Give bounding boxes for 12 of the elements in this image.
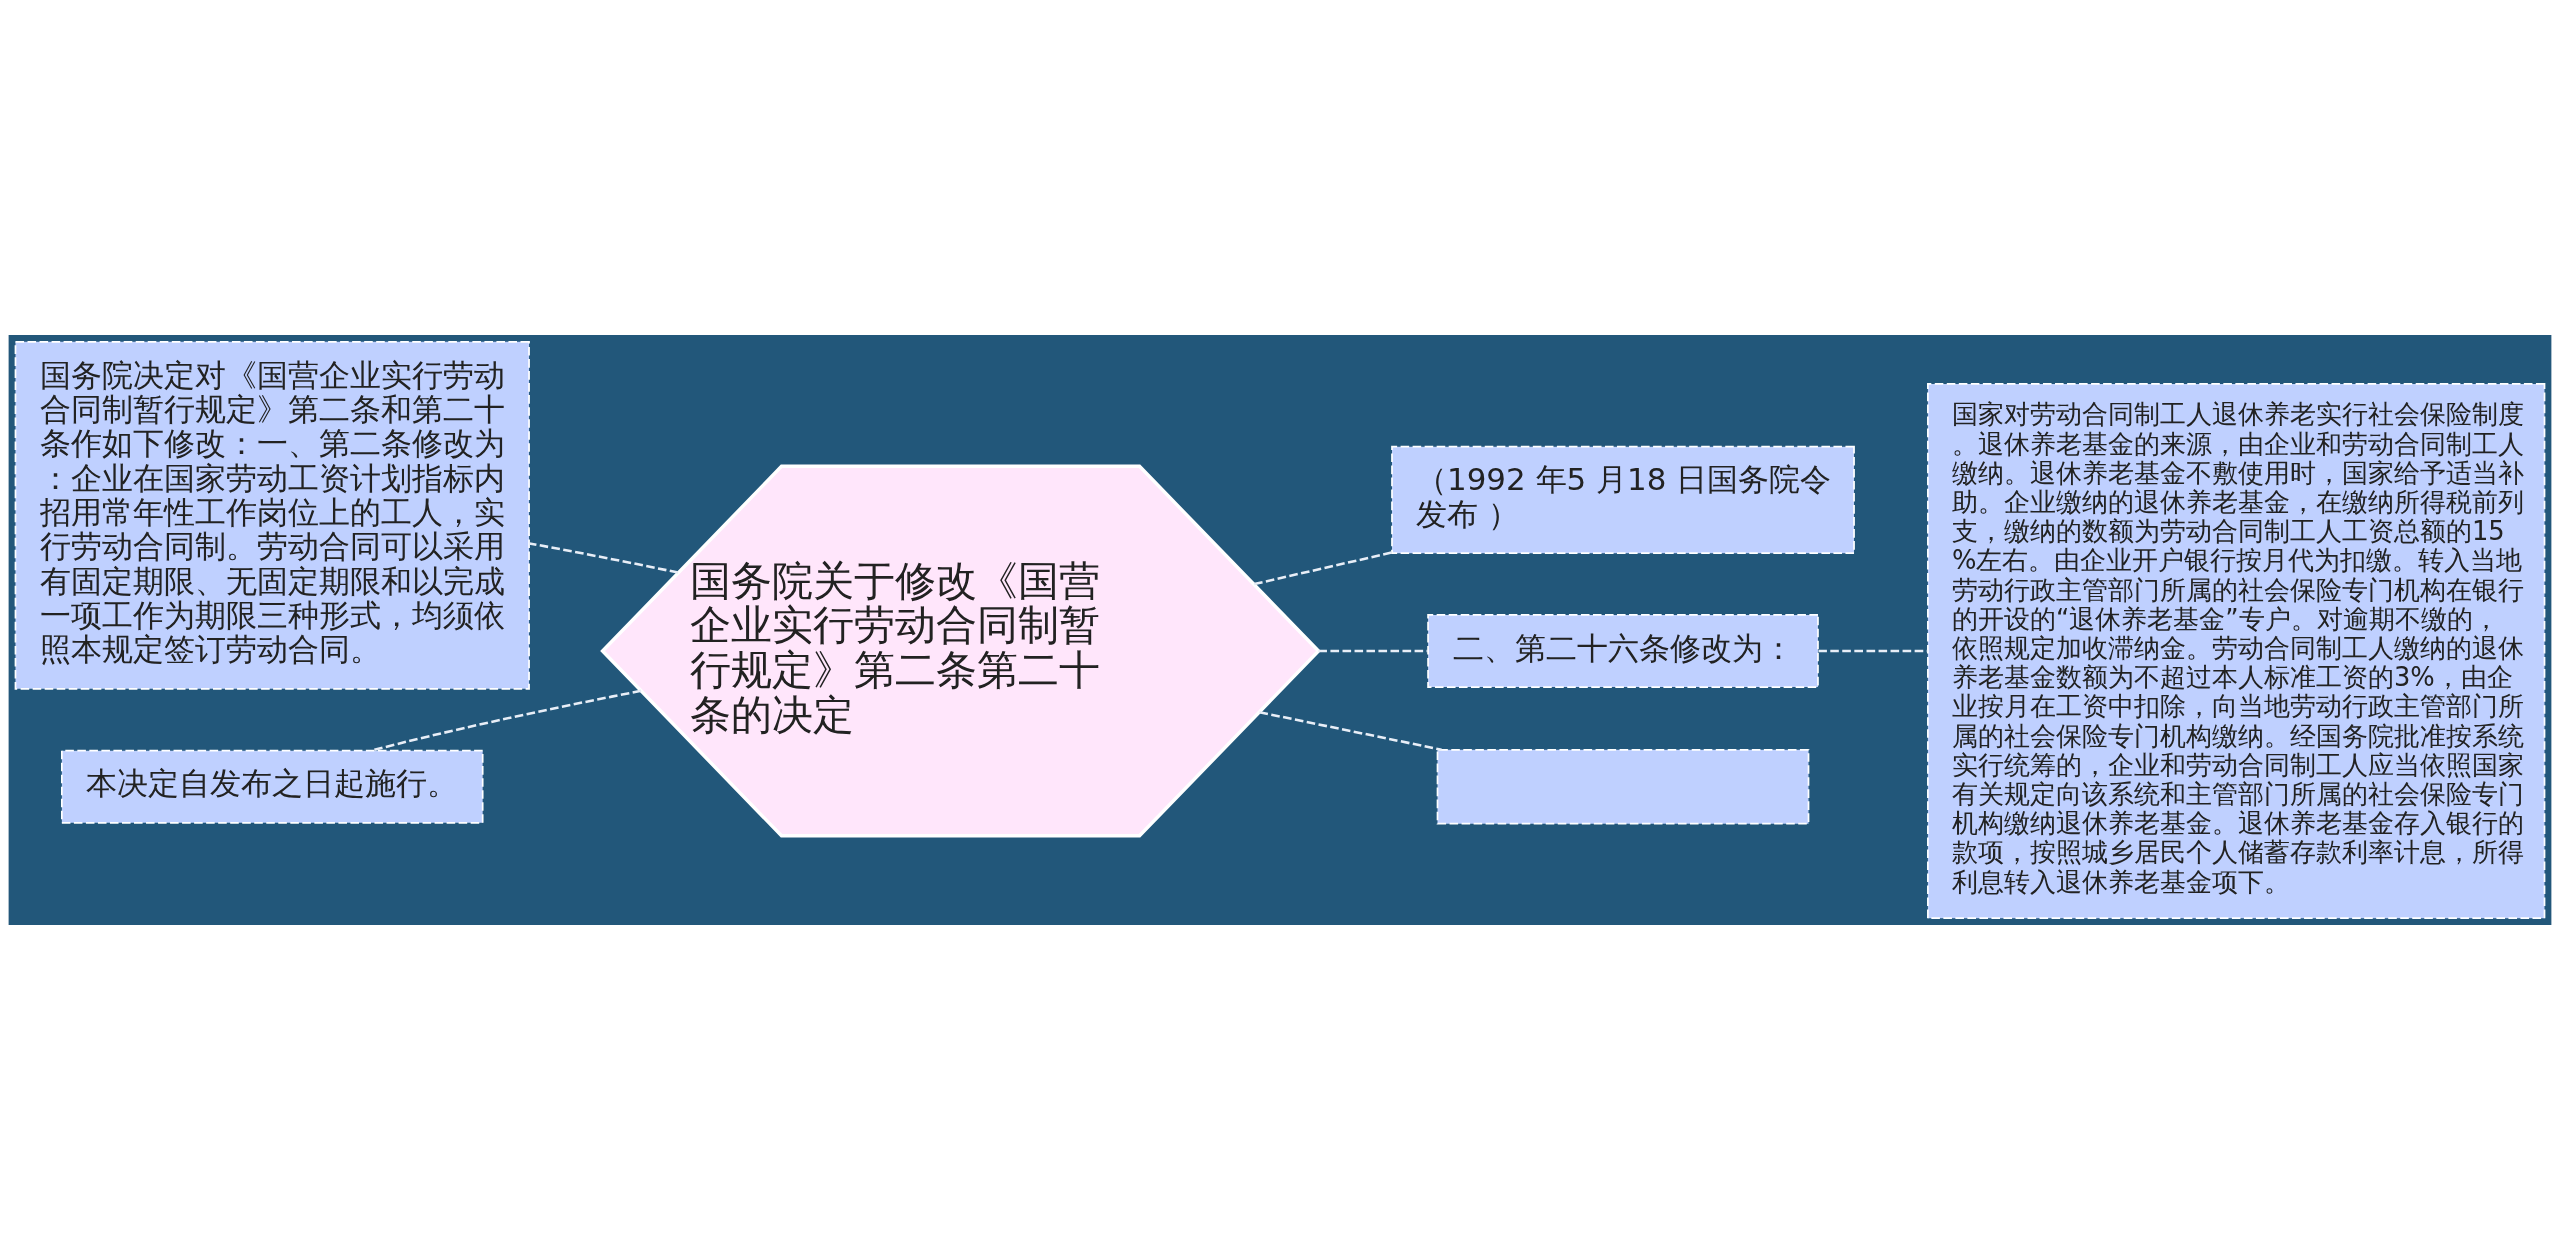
node-box: （1992 年5 月18 日国务院令发布 ） [1391,445,1855,554]
node-box [1436,748,1810,824]
connector [371,689,642,752]
connector [1253,550,1393,585]
connector [1818,649,1928,652]
node-box: 二、第二十六条修改为： [1427,613,1819,688]
node-box: 本决定自发布之日起施行。 [61,749,484,824]
connector [529,541,679,574]
connector [1259,710,1442,751]
node-box: 国家对劳动合同制工人退休养老实行社会保险制度。退休养老基金的来源，由企业和劳动合同制工人缴纳。退休养老基金不敷使用时，国家给予适当补助。企业缴纳的退休养老基金，在缴纳所得税前列支，缴纳的数额为劳动合同制工人工资总额的15%左右。由企业开户银行按月代为扣缴。转入当地劳动行政主管部门所属的社会保险专门机构在银行的开设的“退休养老基金”专户。对逾期不缴的，依照规定加收滞纳金。劳动合同制工人缴纳的退休养老基金数额为不超过本人标准工资的3%，由企业按月在工资中扣除，向当地劳动行政主管部门所属的社会保险专门机构缴纳。经国务院批准按系统实行统筹的，企业和劳动合同制工人应当依照国家有关规定向该系统和主管部门所属的社会保险专门机构缴纳退休养老基金。退休养老基金存入银行的款项，按照城乡居民个人储蓄存款利率计息，所得利息转入退休养老基金项下。 [1927,382,2546,919]
node-box: 国务院决定对《国营企业实行劳动合同制暂行规定》第二条和第二十条作如下修改：一、第二条修改为：企业在国家劳动工资计划指标内招用常年性工作岗位上的工人，实行劳动合同制。劳动合同可以采用有固定期限、无固定期限和以完成一项工作为期限三种形式，均须依照本规定签订劳动合同。 [14,340,530,690]
connector [1318,649,1428,652]
